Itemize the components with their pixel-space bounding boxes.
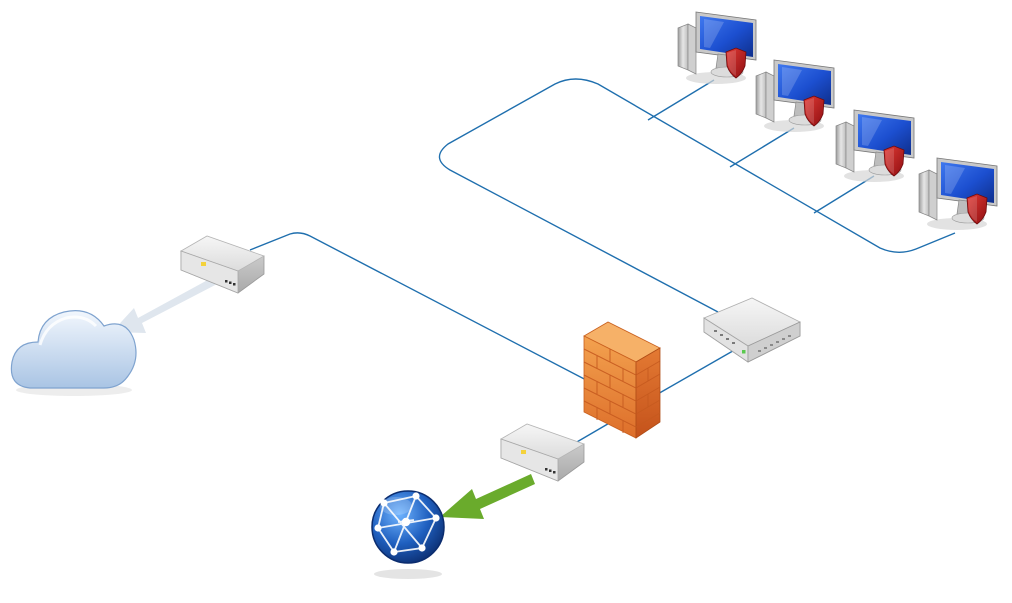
link-bus-pc-2 (729, 127, 795, 168)
arrow-to-globe (440, 474, 535, 519)
protected-workstation-icon-1 (677, 11, 757, 85)
link-firewall-switch (655, 347, 739, 396)
link-modem-upper-firewall (249, 232, 591, 383)
protected-workstation-icon-3 (835, 109, 915, 183)
cloud-icon (10, 310, 137, 396)
protected-workstation-icon-4 (918, 157, 998, 231)
brick-firewall-icon (583, 321, 661, 439)
link-switch-bus (438, 78, 956, 313)
globe-network-icon (371, 490, 445, 579)
modem-upper-icon (180, 235, 265, 294)
connection-lines (249, 78, 956, 447)
link-bus-pc-3 (813, 175, 875, 214)
modem-lower-icon (500, 423, 585, 482)
protected-workstation-icon-2 (755, 59, 835, 133)
link-bus-pc-1 (647, 79, 715, 121)
network-switch-icon (703, 297, 801, 363)
arrow-to-cloud (112, 276, 219, 333)
